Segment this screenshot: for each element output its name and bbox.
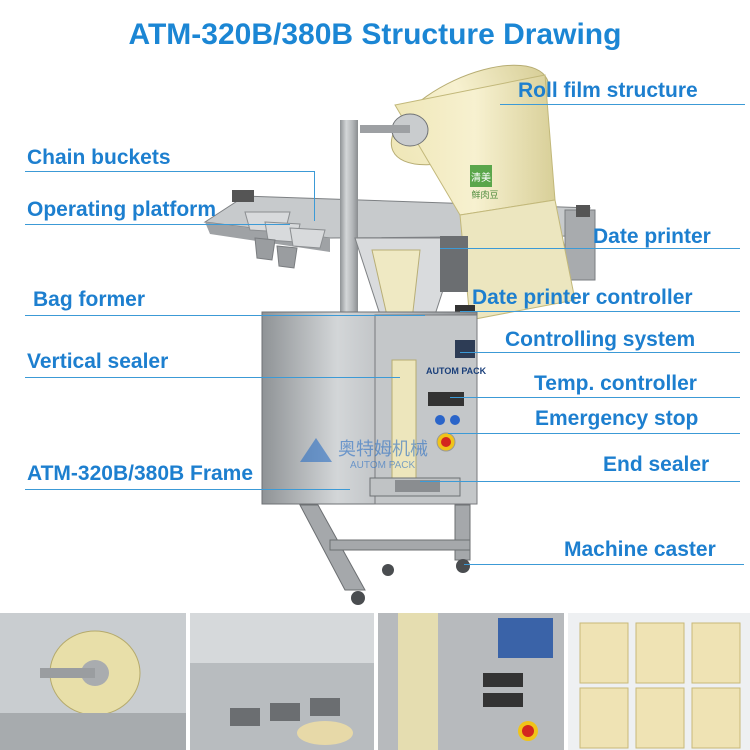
label-emergency-stop: Emergency stop <box>535 407 699 430</box>
roll-film-shape: 清美 鲜肉豆 <box>360 64 576 321</box>
leader-roll-film <box>500 104 745 105</box>
photo-roll-film <box>0 613 186 750</box>
label-bag-former: Bag former <box>33 288 146 311</box>
label-temp-controller: Temp. controller <box>534 372 697 395</box>
leader-date-printer-controller <box>460 311 740 312</box>
control-screen <box>455 340 475 358</box>
machine-caster-shape <box>351 559 470 605</box>
cabinet-brand: AUTOM PACK <box>426 366 487 376</box>
label-controlling-system: Controlling system <box>505 328 696 351</box>
leader-chain-buckets-drop <box>314 171 315 221</box>
machine-illustration: 清美 鲜肉豆 AUTOM PACK 奥特姆机械 AUTOM PACK <box>203 64 596 605</box>
label-end-sealer: End sealer <box>603 453 710 476</box>
label-date-printer-controller: Date printer controller <box>472 286 693 309</box>
bag-former-shape <box>354 236 475 331</box>
label-operating-platform: Operating platform <box>27 198 217 221</box>
diagram-title: ATM-320B/380B Structure Drawing <box>128 18 622 51</box>
leader-vertical-sealer <box>25 377 400 378</box>
leader-date-printer <box>440 248 740 249</box>
film-print: 清美 <box>471 171 491 184</box>
leader-frame <box>25 489 350 490</box>
label-frame: ATM-320B/380B Frame <box>27 462 254 485</box>
emergency-stop-button <box>441 437 451 447</box>
leader-chain-buckets <box>25 171 315 172</box>
machine-cabinet: AUTOM PACK <box>261 311 487 505</box>
photo-chain-buckets <box>190 613 374 750</box>
leader-machine-caster <box>464 564 744 565</box>
chain-buckets-shape <box>244 211 326 269</box>
label-roll-film: Roll film structure <box>518 79 698 102</box>
label-machine-caster: Machine caster <box>564 538 716 561</box>
leader-operating-platform <box>25 224 290 225</box>
photo-finished-bags <box>568 613 750 750</box>
watermark-chinese: 奥特姆机械 <box>338 439 428 460</box>
watermark-brand: AUTOM PACK <box>350 460 416 471</box>
leader-bag-former <box>25 315 425 316</box>
temp-display <box>428 392 464 406</box>
end-sealer-shape <box>369 477 461 497</box>
film-print-sub: 鲜肉豆 <box>471 189 498 201</box>
brand-watermark: 奥特姆机械 AUTOM PACK <box>300 438 428 471</box>
label-chain-buckets: Chain buckets <box>27 146 171 169</box>
machine-frame-legs <box>299 504 471 591</box>
label-date-printer: Date printer <box>593 225 711 248</box>
leader-controlling-system <box>460 352 740 353</box>
leader-temp-controller <box>450 397 740 398</box>
leader-emergency-stop <box>448 433 740 434</box>
label-vertical-sealer: Vertical sealer <box>27 350 169 373</box>
leader-end-sealer <box>420 481 740 482</box>
photo-control-panel <box>378 613 564 750</box>
